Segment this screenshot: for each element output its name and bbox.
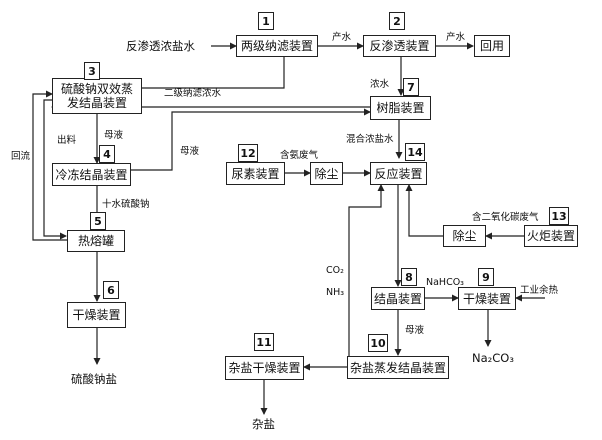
stream-nahco3: NaHCO₃ [426, 277, 464, 288]
unit-number: 11 [254, 333, 274, 351]
product-sodium-sulfate: 硫酸钠盐 [71, 372, 117, 386]
unit-crystallizer: 结晶装置 [371, 287, 425, 310]
reuse-label: 回用 [479, 39, 504, 53]
stream-feed-label: 反渗透浓盐水 [126, 39, 195, 53]
unit-reverse-osmosis: 反渗透装置 [363, 35, 436, 57]
unit-mixed-salt-evaporator: 杂盐蒸发结晶装置 [347, 356, 449, 379]
unit-label: 干燥装置 [72, 308, 121, 322]
unit-label: 杂盐干燥装置 [228, 361, 301, 375]
stream-co2-gas: 含二氧化碳废气 [472, 212, 539, 223]
unit-urea: 尿素装置 [226, 162, 285, 185]
stream-nh3: NH₃ [326, 287, 345, 298]
stream-ammonia-gas: 含氨废气 [280, 150, 319, 161]
unit-label: 树脂装置 [376, 101, 425, 115]
unit-label: 冷冻结晶装置 [55, 167, 128, 182]
unit-resin: 树脂装置 [370, 96, 431, 120]
unit-number: 7 [403, 78, 419, 96]
unit-number: 8 [401, 268, 417, 286]
dust-removal-2: 除尘 [443, 225, 486, 247]
unit-number: 10 [368, 334, 388, 352]
unit-freeze-crystallizer: 冷冻结晶装置 [52, 163, 131, 186]
stream-mother-liquor-2: 母液 [180, 146, 200, 157]
stream-mixed-brine: 混合浓盐水 [346, 134, 394, 145]
unit-reaction: 反应装置 [370, 162, 427, 185]
unit-label: 反应装置 [374, 166, 423, 181]
unit-number: 13 [549, 207, 569, 225]
unit-number: 14 [405, 143, 425, 161]
unit-two-stage-nf: 两级纳滤装置 [236, 35, 318, 57]
stream-discharge: 出料 [57, 135, 77, 146]
stream-product-water-2: 产水 [446, 32, 466, 43]
unit-dryer-2: 干燥装置 [458, 287, 516, 310]
stream-product-water-1: 产水 [332, 32, 352, 43]
unit-label: 火炬装置 [526, 229, 575, 243]
product-mixed-salt: 杂盐 [252, 417, 275, 431]
stream-co2: CO₂ [326, 265, 344, 276]
dust-removal-1: 除尘 [310, 162, 343, 185]
dust-label: 除尘 [452, 229, 477, 243]
unit-label: 干燥装置 [462, 291, 511, 306]
stream-mother-liquor-1: 母液 [104, 130, 124, 141]
unit-label: 热熔罐 [77, 234, 114, 248]
reuse-box: 回用 [474, 35, 510, 57]
unit-number: 2 [389, 12, 405, 30]
stream-concentrate: 浓水 [370, 79, 390, 90]
stream-decahydrate: 十水硫酸钠 [102, 199, 150, 210]
product-na2co3: Na₂CO₃ [472, 351, 514, 365]
unit-mixed-salt-dryer: 杂盐干燥装置 [225, 356, 304, 380]
unit-number: 12 [238, 144, 258, 162]
unit-label: 杂盐蒸发结晶装置 [349, 360, 446, 375]
unit-label: 结晶装置 [373, 291, 422, 306]
stream-reflux: 回流 [11, 151, 31, 162]
unit-label: 硫酸钠双效蒸发结晶装置 [61, 82, 134, 110]
dust-label: 除尘 [314, 166, 339, 181]
unit-double-effect-evaporator: 硫酸钠双效蒸发结晶装置 [52, 78, 142, 114]
unit-label: 反渗透装置 [369, 39, 430, 53]
stream-industrial-heat: 工业余热 [520, 285, 559, 296]
unit-label: 尿素装置 [231, 166, 280, 181]
unit-number: 5 [90, 212, 106, 230]
unit-flare: 火炬装置 [524, 225, 578, 247]
unit-label: 两级纳滤装置 [240, 39, 313, 53]
unit-number: 3 [84, 62, 100, 80]
stream-mother-liquor-3: 母液 [405, 325, 425, 336]
stream-secondary-nf-brine: 二级纳滤浓水 [164, 88, 222, 99]
unit-number: 9 [478, 268, 494, 286]
unit-number: 6 [103, 281, 119, 299]
unit-number: 1 [258, 12, 274, 30]
unit-hot-melt-tank: 热熔罐 [67, 230, 125, 252]
unit-number: 4 [99, 145, 115, 163]
unit-dryer-1: 干燥装置 [67, 302, 126, 328]
